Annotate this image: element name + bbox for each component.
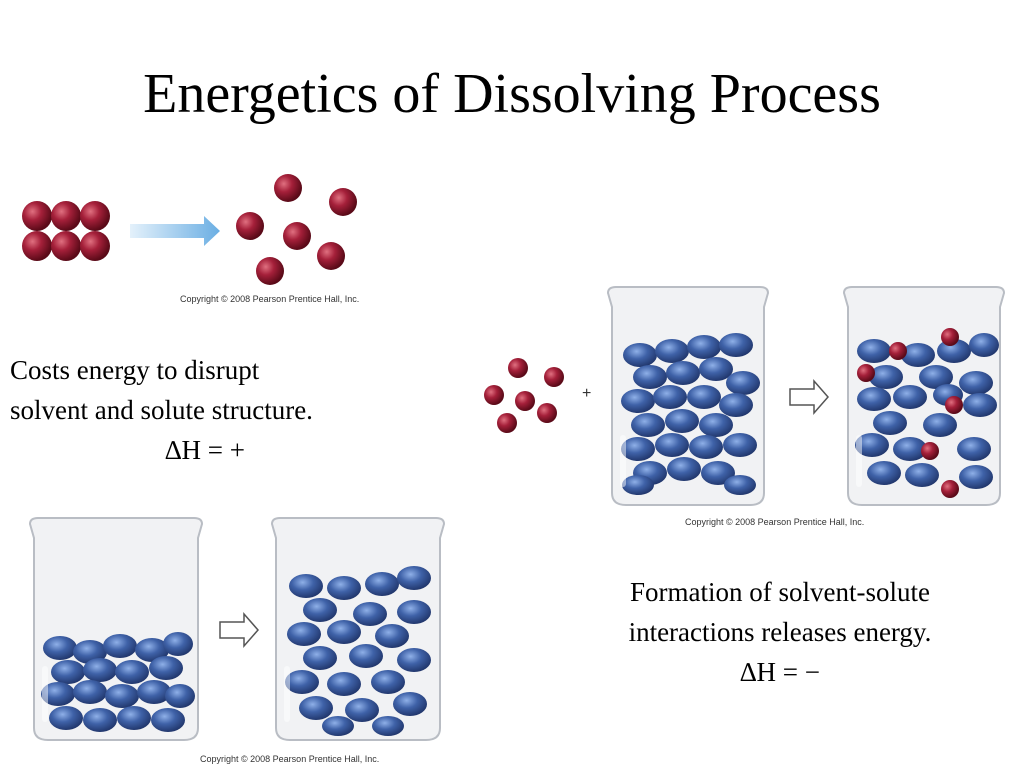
slide-title: Energetics of Dissolving Process xyxy=(143,63,881,125)
mixing-figure xyxy=(484,286,1006,506)
separated-solute-particles xyxy=(236,174,357,285)
formation-energy-text: Formation of solvent-solute interactions… xyxy=(560,572,1000,692)
delta-h-positive: ∆H = + xyxy=(165,435,245,465)
solution-beaker xyxy=(842,286,1006,506)
formation-line-2: interactions releases energy. xyxy=(628,617,932,647)
mixing-arrow xyxy=(789,379,829,415)
costs-line-2: solvent and solute structure. xyxy=(10,395,313,425)
costs-energy-text: Costs energy to disrupt solvent and solu… xyxy=(10,350,430,470)
solvent-expansion-figure xyxy=(28,517,446,741)
expanded-solvent-beaker xyxy=(270,517,446,741)
formation-line-1: Formation of solvent-solute xyxy=(630,577,930,607)
expansion-arrow xyxy=(219,612,259,648)
copyright-note: Copyright © 2008 Pearson Prentice Hall, … xyxy=(200,754,380,764)
copyright-note: Copyright © 2008 Pearson Prentice Hall, … xyxy=(180,294,360,304)
costs-line-1: Costs energy to disrupt xyxy=(10,355,260,385)
delta-h-negative: ∆H = − xyxy=(740,657,820,687)
process-arrow xyxy=(130,216,220,246)
solid-solute-cluster xyxy=(22,201,110,261)
packed-solvent-beaker xyxy=(28,517,204,741)
solvent-beaker xyxy=(606,286,770,506)
plus-sign: + xyxy=(582,385,592,402)
free-solute-particles xyxy=(484,358,564,433)
copyright-note: Copyright © 2008 Pearson Prentice Hall, … xyxy=(685,517,865,527)
solute-separation-figure xyxy=(22,174,357,285)
